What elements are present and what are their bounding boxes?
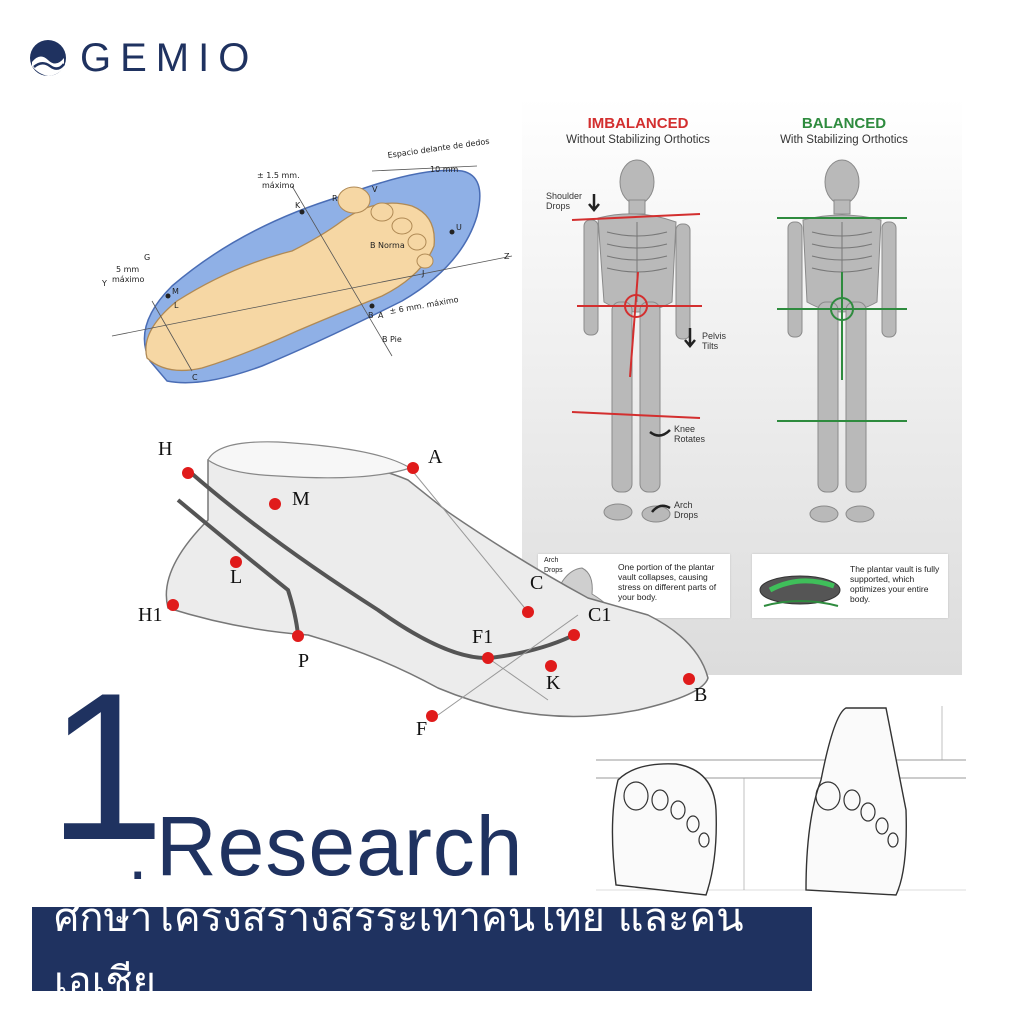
thai-caption-text: ศึกษาโครงสร้างสรีระเท้าคนไทย และคนเอเชีย xyxy=(54,895,744,1005)
label-point-m: M xyxy=(172,287,179,296)
point-label-h1: H1 xyxy=(138,604,163,626)
point-label-a: A xyxy=(428,446,443,468)
label-point-a: A xyxy=(378,311,384,320)
point-label-m: M xyxy=(292,488,310,510)
point-label-c: C xyxy=(530,572,544,594)
label-point-y: Y xyxy=(101,279,107,288)
pelvis-tilt-arrow-icon xyxy=(684,328,696,348)
label-point-u: U xyxy=(456,223,462,232)
label-tolerance-top2: máximo xyxy=(262,181,294,190)
imbalanced-subtitle: Without Stabilizing Orthotics xyxy=(566,134,710,146)
label-point-g: G xyxy=(144,253,150,262)
skeleton-figures xyxy=(571,159,907,523)
label-tolerance-top: ± 1.5 mm. xyxy=(257,171,300,180)
caption-small-label: Arch Drops xyxy=(544,557,563,574)
wave-icon xyxy=(30,40,66,76)
label-heel-tol2: máximo xyxy=(112,275,144,284)
label-point-r: R xyxy=(332,194,338,203)
point-label-f1: F1 xyxy=(472,626,494,648)
point-label-c1: C1 xyxy=(588,604,612,626)
label-pie: B Pie xyxy=(382,335,402,344)
label-norma: B Norma xyxy=(370,241,405,250)
step-dot: . xyxy=(128,816,148,894)
step-number: 1 xyxy=(48,649,165,884)
supported-insole-icon xyxy=(759,575,841,607)
label-heel-tol: 5 mm xyxy=(116,265,139,274)
imbalanced-title: IMBALANCED xyxy=(587,115,689,132)
shoe-last-diagram xyxy=(165,441,709,722)
posture-comparison-panel: IMBALANCED Without Stabilizing Orthotics… xyxy=(522,97,962,675)
caption-balanced: The plantar vault is fully supported, wh… xyxy=(850,564,940,604)
label-point-j: J xyxy=(421,269,424,278)
balanced-subtitle: With Stabilizing Orthotics xyxy=(780,134,908,146)
shoulder-drop-arrow-icon xyxy=(588,194,600,212)
label-point-v: V xyxy=(372,185,378,194)
foot-insole-diagram: ± 1.5 mm. máximo Espacio delante de dedo… xyxy=(101,137,513,384)
label-point-b: B xyxy=(368,311,374,320)
label-point-l: L xyxy=(174,301,179,310)
callout-knee: Knee Rotates xyxy=(674,424,706,444)
label-toe-space-value: 10 mm xyxy=(430,165,459,174)
balanced-title: BALANCED xyxy=(801,115,887,132)
label-toe-space: Espacio delante de dedos xyxy=(387,137,490,160)
caption-imbalanced: One portion of the plantar vault collaps… xyxy=(618,562,717,602)
arch-drop-arrow-icon xyxy=(651,504,671,513)
knee-rotate-arrow-icon xyxy=(649,429,671,437)
step-title: Research xyxy=(156,799,524,893)
point-label-l: L xyxy=(230,566,243,588)
point-label-k: K xyxy=(546,672,561,694)
point-label-h: H xyxy=(158,438,173,460)
caption-card-balanced: The plantar vault is fully supported, wh… xyxy=(752,554,948,618)
point-label-f: F xyxy=(416,718,428,740)
label-point-k: K xyxy=(295,201,301,210)
label-point-z: Z xyxy=(504,252,510,261)
brand-logo: GEMIO xyxy=(28,36,258,80)
callout-pelvis: Pelvis Tilts xyxy=(702,331,727,351)
callout-arch: Arch Drops xyxy=(674,500,699,520)
callout-shoulder: Shoulder Drops xyxy=(546,191,583,211)
brand-name: GEMIO xyxy=(80,35,259,80)
point-label-b: B xyxy=(694,684,708,706)
point-label-p: P xyxy=(298,650,310,672)
toe-box-diagram xyxy=(596,706,966,896)
label-point-c: C xyxy=(192,373,198,382)
thai-caption-banner: ศึกษาโครงสร้างสรีระเท้าคนไทย และคนเอเชีย xyxy=(32,895,812,1005)
